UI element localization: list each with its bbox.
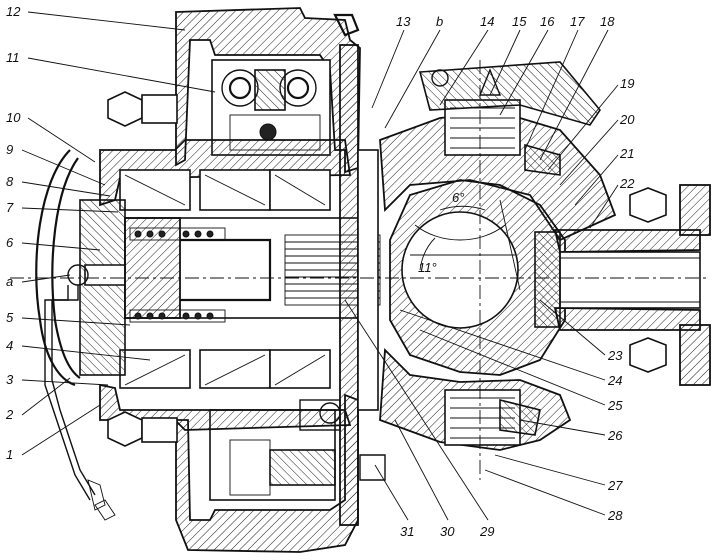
callout-label: 13 — [396, 14, 411, 29]
callout-label: 17 — [570, 14, 585, 29]
splines — [284, 234, 381, 306]
needle-bearing-bottom — [129, 309, 226, 323]
callout-label: 28 — [607, 508, 623, 523]
callouts-right: 23 24 25 26 27 28 — [607, 348, 623, 523]
angle-labels: 6° 11° — [418, 190, 464, 275]
callout-label: 26 — [607, 428, 623, 443]
angle-label-6deg: 6° — [452, 190, 464, 205]
callout-label: 20 — [619, 112, 635, 127]
callout-label: 7 — [6, 200, 14, 215]
callout-label: 30 — [440, 524, 455, 539]
callout-label: 21 — [619, 146, 634, 161]
callout-label: 10 — [6, 110, 21, 125]
callout-label: 14 — [480, 14, 494, 29]
axle-shaft — [124, 217, 381, 323]
callout-label: 18 — [600, 14, 615, 29]
callout-label: 22 — [619, 176, 635, 191]
callout-label: 25 — [607, 398, 623, 413]
callout-label: 3 — [6, 372, 14, 387]
callout-label: 24 — [607, 373, 622, 388]
leader-lines — [21, 11, 619, 521]
angle-label-11deg: 11° — [418, 260, 437, 275]
callouts-top: 13 b 14 15 16 17 18 19 20 21 22 — [396, 14, 635, 191]
callout-label: 6 — [6, 235, 14, 250]
outer-shaft — [534, 184, 711, 386]
callout-label: 2 — [5, 407, 14, 422]
callout-label: 15 — [512, 14, 527, 29]
callout-label: 31 — [400, 524, 414, 539]
callout-label: 8 — [6, 174, 14, 189]
callout-label: 4 — [6, 338, 13, 353]
callout-label: 23 — [607, 348, 623, 363]
callout-label: 12 — [6, 4, 21, 19]
callout-label: 1 — [6, 447, 13, 462]
callout-label: 9 — [6, 142, 13, 157]
callout-label: 29 — [479, 524, 494, 539]
callout-label: b — [436, 14, 443, 29]
callout-label: 5 — [6, 310, 14, 325]
callout-label: a — [6, 274, 13, 289]
callout-label: 19 — [620, 76, 634, 91]
hub-cap — [35, 91, 178, 521]
steering-knuckle — [379, 61, 617, 451]
callout-label: 16 — [540, 14, 555, 29]
needle-bearing-top — [129, 227, 226, 241]
brake-disc — [339, 44, 379, 526]
callouts-bottom: 31 30 29 — [400, 524, 494, 539]
callout-label: 27 — [607, 478, 623, 493]
callout-label: 11 — [6, 50, 20, 65]
callouts-left: 12 11 10 9 8 7 6 a 5 4 3 2 1 — [5, 4, 21, 462]
